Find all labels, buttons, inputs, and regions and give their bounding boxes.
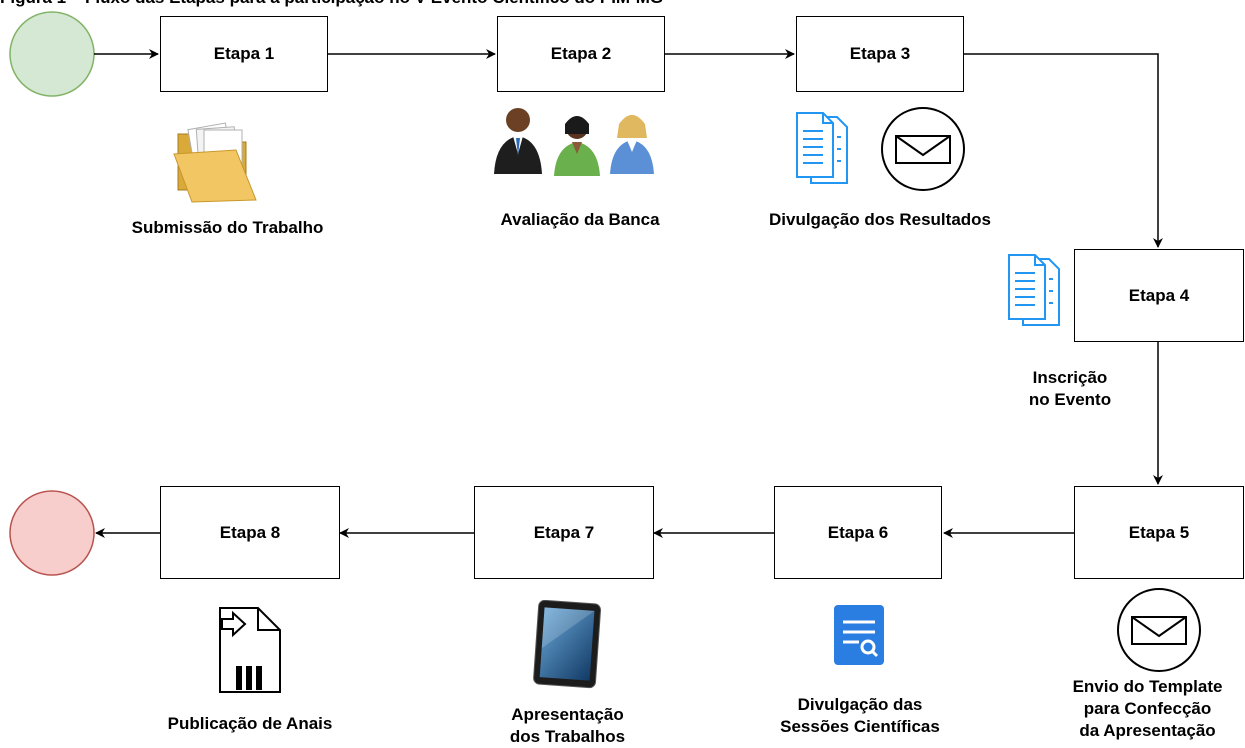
- step-label-8: Etapa 8: [219, 522, 281, 542]
- step-caption-4: Inscrição no Evento: [1028, 368, 1112, 409]
- documents-icon: [1008, 254, 1060, 326]
- step-box-7: Etapa 7: [474, 486, 654, 579]
- step-caption-6: Divulgação das Sessões Científicas: [780, 695, 940, 736]
- step-box-8: Etapa 8: [160, 486, 340, 579]
- start-node: [9, 11, 95, 97]
- step-label-5: Etapa 5: [1128, 522, 1190, 542]
- people-icon: [494, 108, 654, 176]
- step-label-4: Etapa 4: [1128, 285, 1190, 305]
- step-caption-8: Publicação de Anais: [167, 714, 333, 733]
- step-caption-7: Apresentação dos Trabalhos: [509, 705, 626, 746]
- mail-icon: [881, 107, 965, 191]
- folder-icon: [173, 122, 257, 203]
- tablet-icon: [533, 600, 602, 689]
- search-document-icon: [834, 605, 884, 665]
- step-caption-3: Divulgação dos Resultados: [769, 210, 991, 229]
- step-label-7: Etapa 7: [533, 522, 595, 542]
- step-caption-1: Submissão do Trabalho: [131, 218, 324, 237]
- step-box-5: Etapa 5: [1074, 486, 1244, 579]
- step-caption-2: Avaliação da Banca: [500, 210, 660, 229]
- step-box-4: Etapa 4: [1074, 249, 1244, 342]
- step-box-1: Etapa 1: [160, 16, 328, 92]
- figure-title: Figura 1 – Fluxo das Etapas para a parti…: [0, 0, 663, 8]
- step-label-3: Etapa 3: [849, 44, 911, 63]
- mail-icon: [1117, 588, 1201, 672]
- step-box-2: Etapa 2: [497, 16, 665, 92]
- step-caption-5: Envio do Template para Confecção da Apre…: [1072, 677, 1223, 740]
- step-box-6: Etapa 6: [774, 486, 942, 579]
- step-label-2: Etapa 2: [550, 44, 612, 63]
- file-export-icon: [219, 607, 281, 693]
- end-node: [9, 490, 95, 576]
- documents-icon: [796, 112, 848, 184]
- step-box-3: Etapa 3: [796, 16, 964, 92]
- step-label-6: Etapa 6: [827, 522, 889, 542]
- arrow-3-4: [964, 53, 1163, 248]
- step-label-1: Etapa 1: [213, 44, 275, 63]
